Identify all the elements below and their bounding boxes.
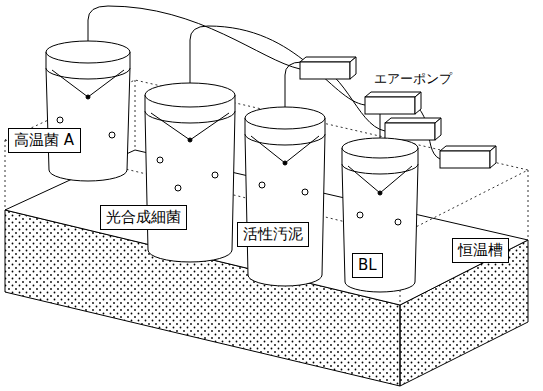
label-box: BL <box>352 253 383 278</box>
box-text: 恒温槽 <box>458 241 503 260</box>
box-text: 活性汚泥 <box>243 225 303 244</box>
jar <box>245 107 325 286</box>
air-pump <box>300 57 496 168</box>
label-box: 高温菌 A <box>8 128 81 153</box>
jar <box>342 138 418 292</box>
part-label: エアーポンプ <box>372 70 454 88</box>
label-box: 光合成細菌 <box>100 205 187 230</box>
label-box: 活性汚泥 <box>237 222 309 247</box>
jar <box>145 83 235 262</box>
jar <box>46 41 130 181</box>
label-box: 恒温槽 <box>452 238 509 263</box>
box-text: 光合成細菌 <box>106 208 181 227</box>
box-text: BL <box>358 256 377 275</box>
box-text: 高温菌 A <box>14 131 75 150</box>
